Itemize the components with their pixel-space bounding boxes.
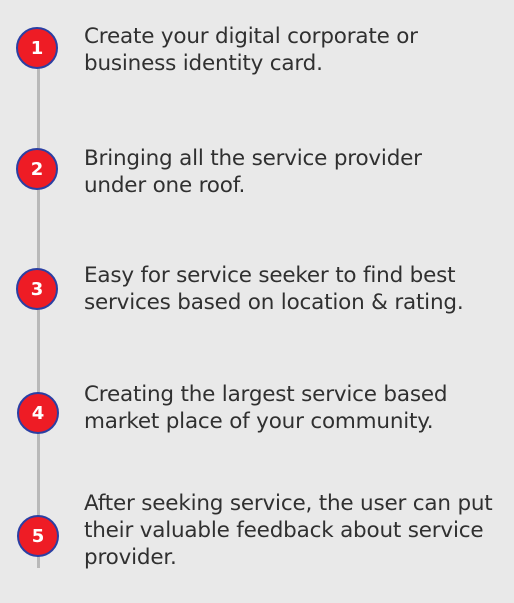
step-text: Create your digital corporate or busines…: [84, 24, 418, 76]
step-number-badge: 1: [16, 27, 58, 69]
step-number-badge: 5: [17, 515, 59, 557]
step-text: Bringing all the service provider under …: [84, 146, 422, 198]
step-number-badge: 3: [16, 268, 58, 310]
step-text: Creating the largest service based marke…: [84, 382, 448, 434]
step-text: After seeking service, the user can put …: [84, 491, 493, 570]
step-text: Easy for service seeker to find best ser…: [84, 263, 464, 315]
step-number-badge: 2: [16, 148, 58, 190]
step-number-badge: 4: [17, 392, 59, 434]
